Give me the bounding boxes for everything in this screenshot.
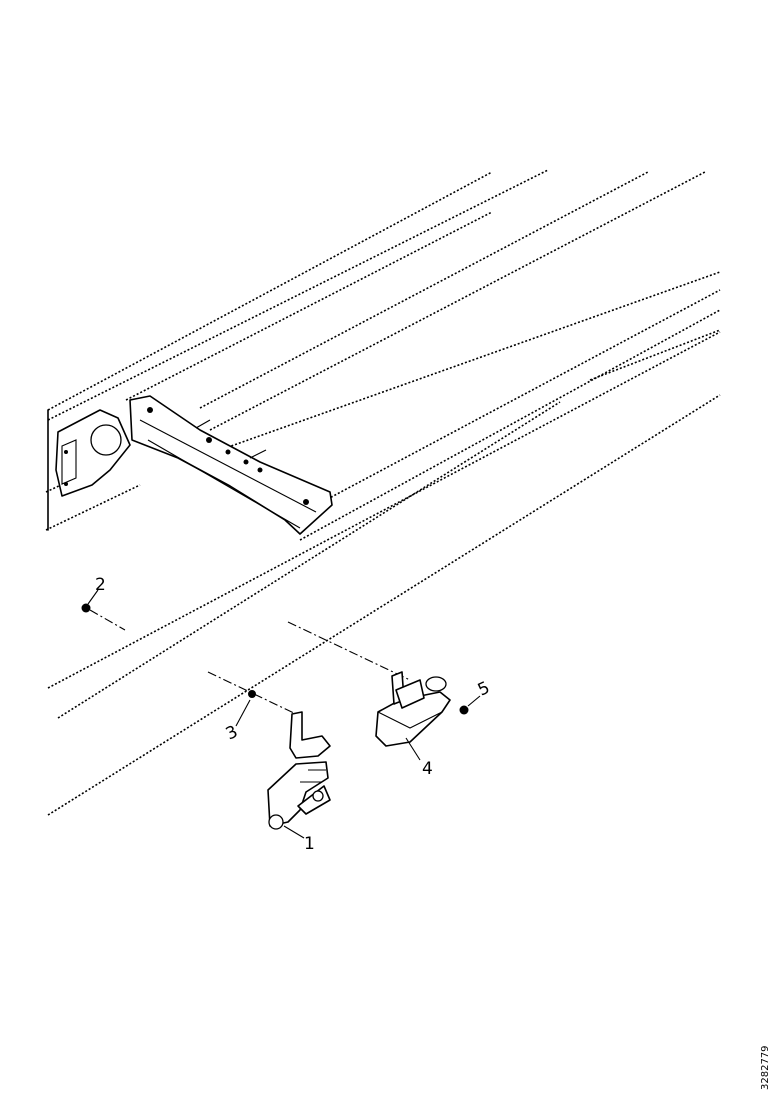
callout-1: 1 [304, 834, 315, 854]
callout-3: 3 [223, 722, 241, 745]
cross-member [55, 395, 333, 535]
leader-lines [87, 589, 481, 839]
bolt-part-3 [248, 690, 256, 698]
left-frame-rail [45, 169, 549, 531]
callout-2: 2 [95, 575, 106, 595]
right-frame-rail [199, 171, 721, 541]
bracket-part-4 [375, 671, 451, 747]
nut-part-2 [81, 603, 91, 613]
center-lines [89, 609, 411, 717]
callout-4: 4 [422, 759, 433, 779]
side-rail [47, 331, 721, 816]
document-number: 3282779 [760, 1045, 771, 1090]
bracket-part-1 [267, 711, 331, 830]
nut-part-5 [459, 705, 469, 715]
callout-5: 5 [475, 678, 493, 701]
frame-rails [45, 169, 721, 816]
fasteners [81, 603, 469, 715]
